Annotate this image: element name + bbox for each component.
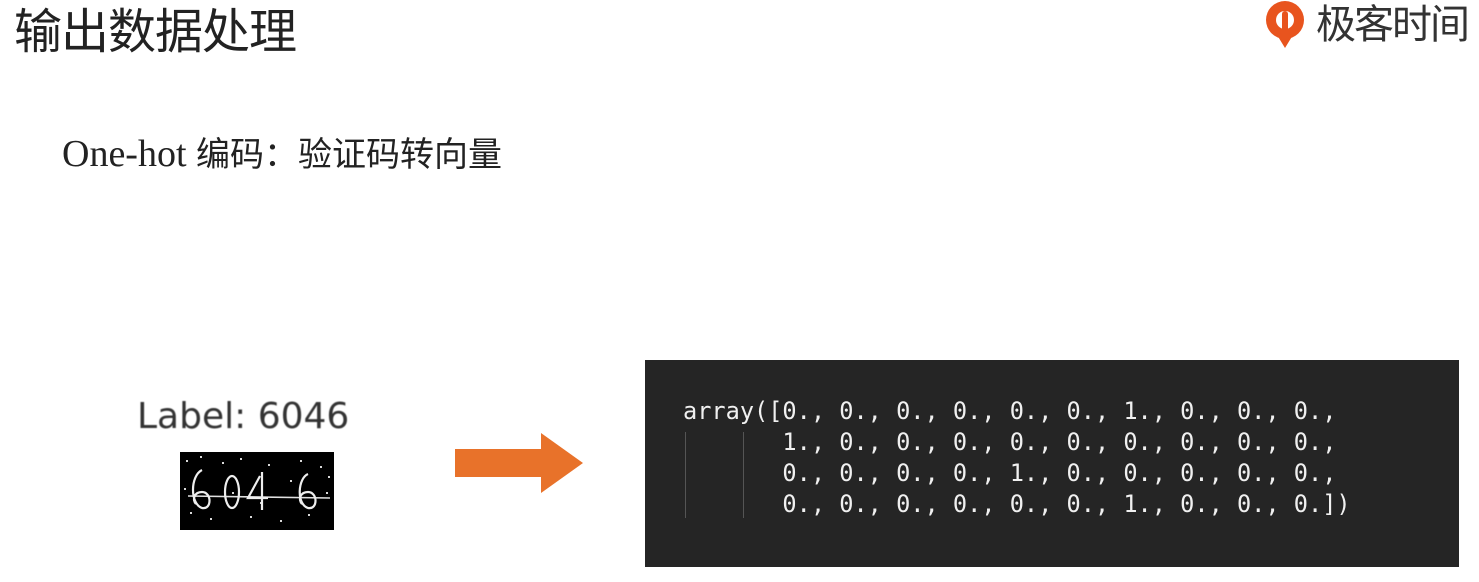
code-line: array([0., 0., 0., 0., 0., 0., 1., 0., 0…	[683, 397, 1337, 425]
slide-subtitle: One-hot 编码：验证码转向量	[62, 130, 502, 179]
right-arrow-icon	[455, 433, 583, 493]
code-output-panel: array([0., 0., 0., 0., 0., 0., 1., 0., 0…	[645, 360, 1459, 567]
captcha-label: Label: 6046	[137, 396, 350, 437]
code-line: 0., 0., 0., 0., 0., 0., 1., 0., 0., 0.])	[683, 490, 1351, 518]
geektime-logo-icon	[1266, 1, 1304, 48]
indent-guide	[743, 432, 744, 518]
brand-name: 极客时间	[1316, 2, 1470, 48]
brand: 极客时间	[1262, 0, 1479, 50]
code-line: 1., 0., 0., 0., 0., 0., 0., 0., 0., 0.,	[683, 428, 1337, 456]
captcha-image	[180, 452, 334, 530]
subtitle-chinese: 编码：验证码转向量	[196, 135, 503, 175]
indent-guide	[685, 432, 686, 518]
subtitle-latin: One-hot	[62, 133, 197, 175]
code-line: 0., 0., 0., 0., 1., 0., 0., 0., 0., 0.,	[683, 459, 1337, 487]
page-title: 输出数据处理	[14, 4, 297, 60]
